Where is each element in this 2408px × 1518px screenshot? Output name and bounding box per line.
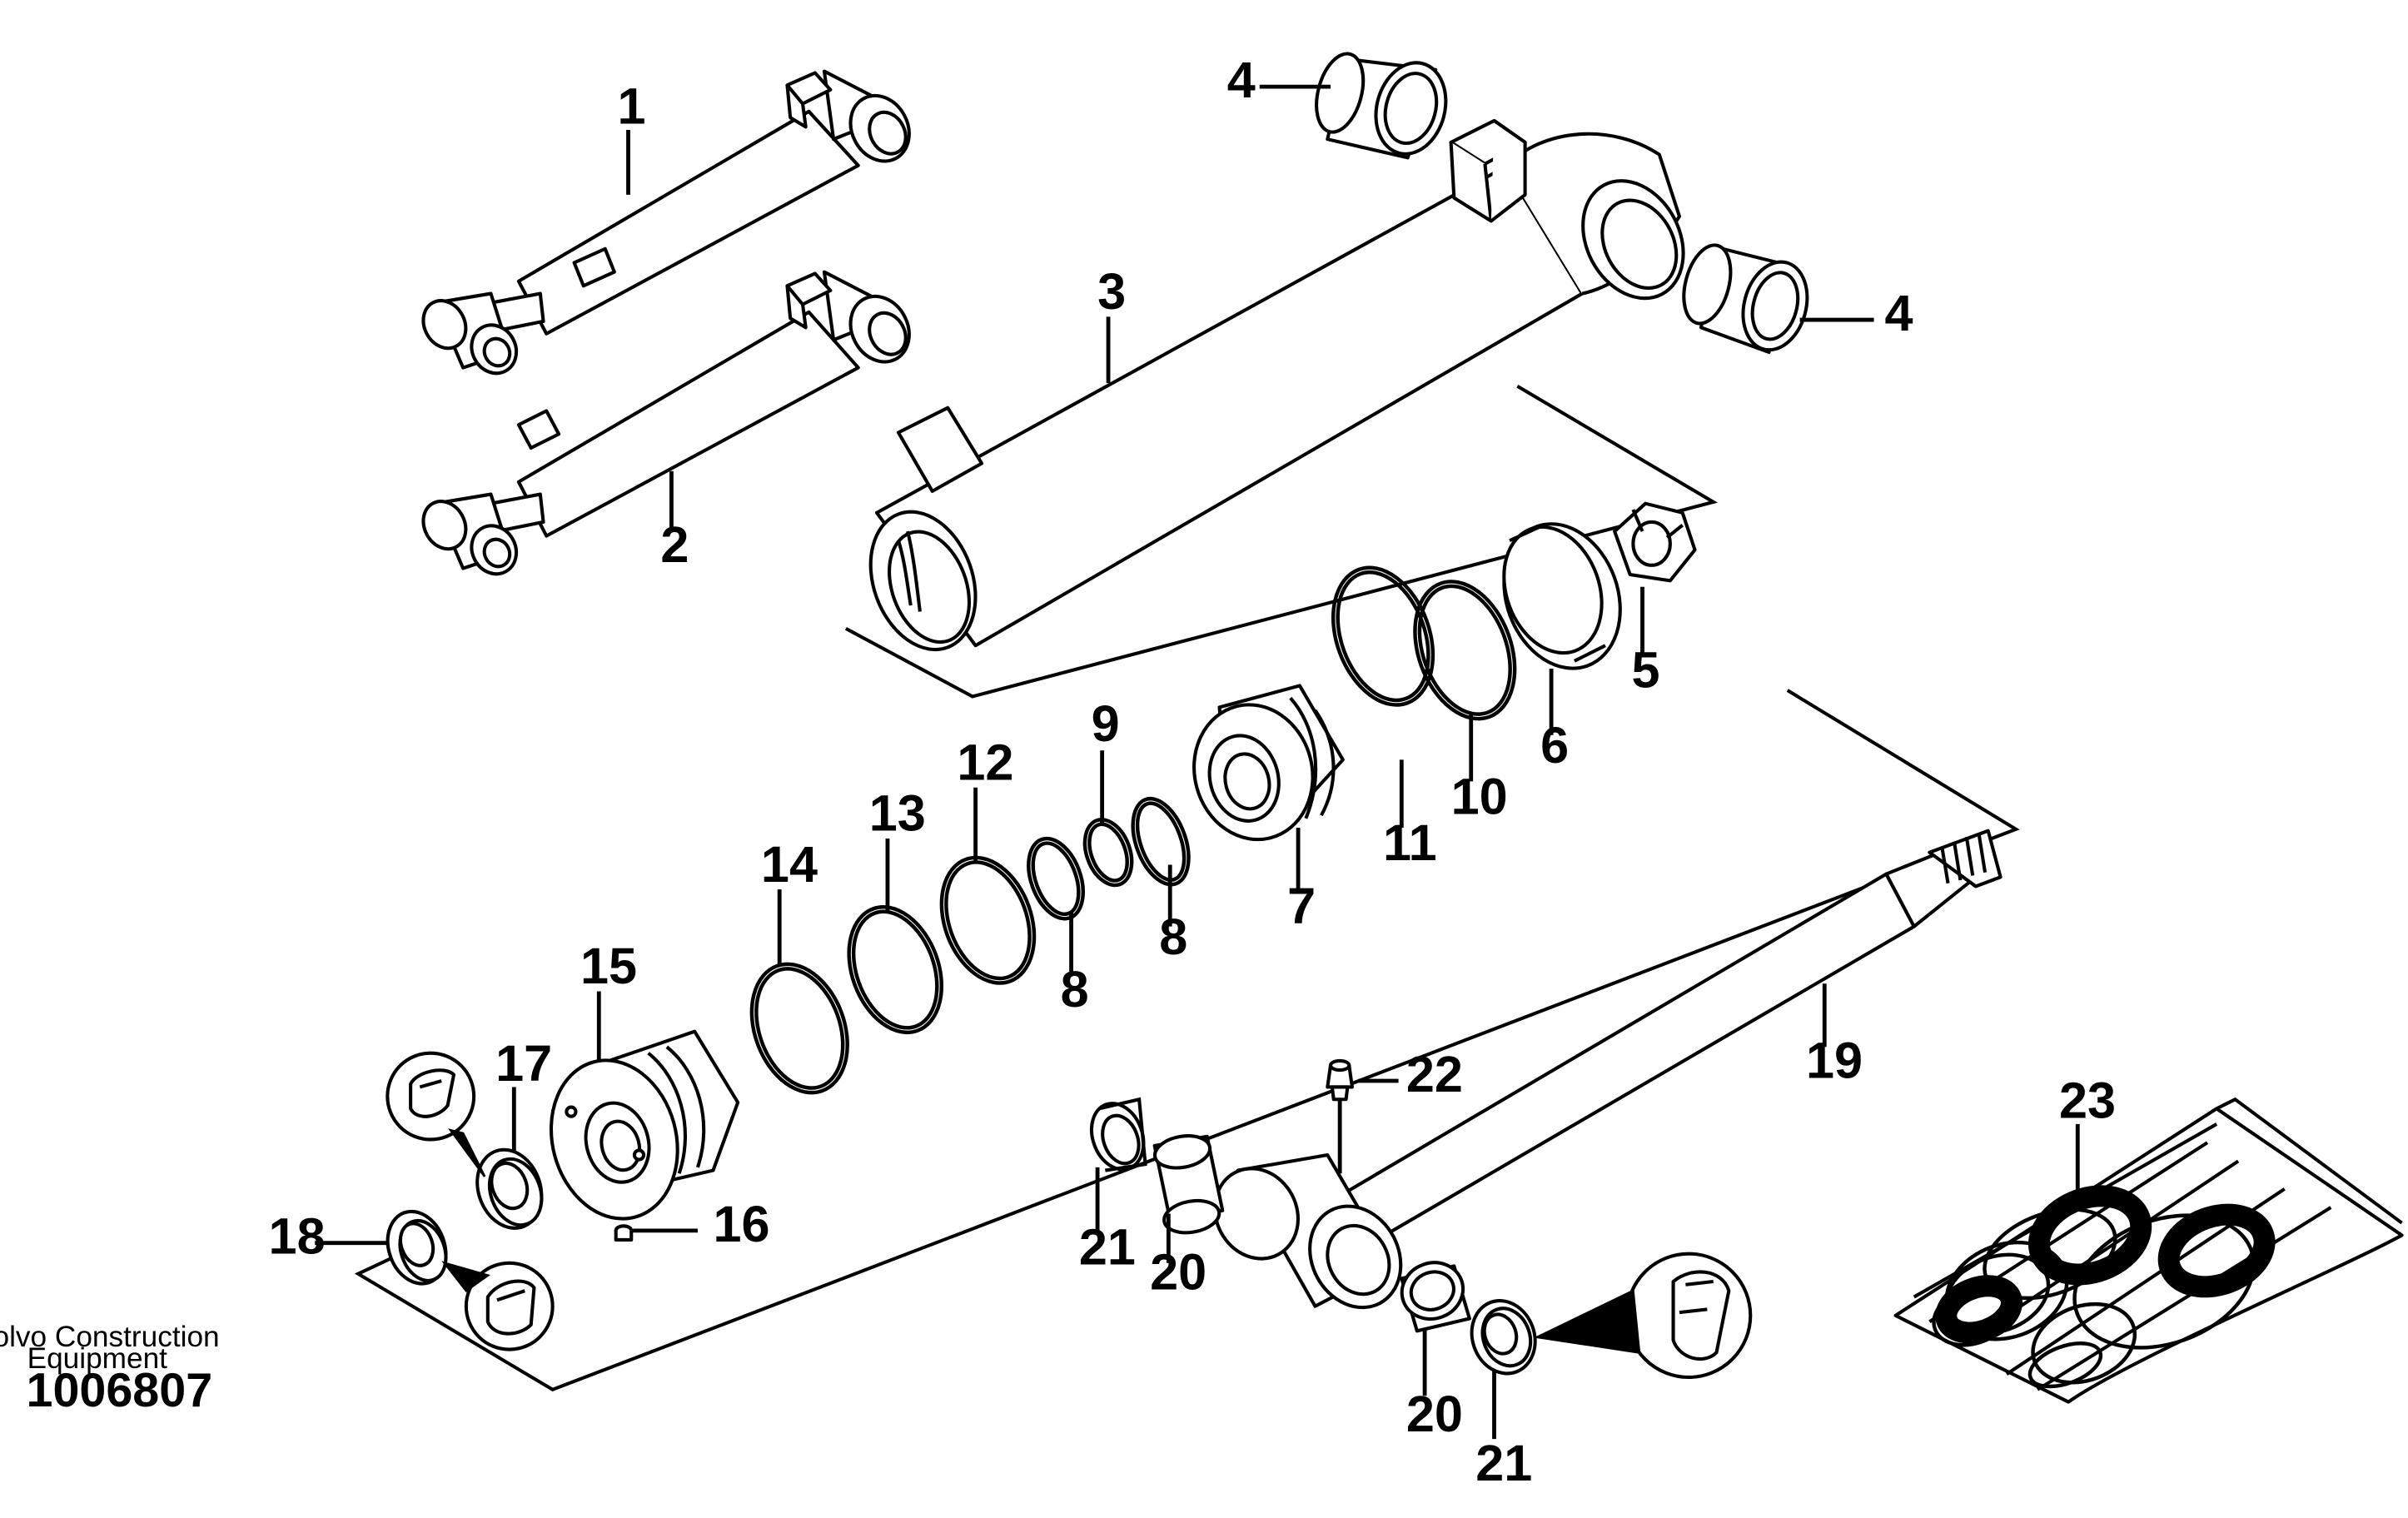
callout-17: 17 xyxy=(495,1035,552,1092)
rod-assembly-plane xyxy=(354,689,2020,1392)
ring-14 xyxy=(749,962,849,1095)
callout-21-left: 21 xyxy=(1079,1219,1136,1276)
ring-8-right-inner xyxy=(1135,801,1187,882)
callout-1: 1 xyxy=(618,78,646,135)
cylinder-assembly-2 xyxy=(421,270,911,576)
callout-15: 15 xyxy=(580,938,637,994)
callout-20-right: 20 xyxy=(1406,1386,1463,1442)
ring-13 xyxy=(847,905,944,1035)
callout-3: 3 xyxy=(1097,263,1126,320)
ring-12-inner xyxy=(944,860,1032,981)
grease-nipple-22 xyxy=(1326,1058,1355,1102)
guide-ring-6 xyxy=(1502,522,1622,670)
callout-13: 13 xyxy=(869,785,926,842)
callout-23: 23 xyxy=(2059,1073,2116,1129)
callout-8-right: 8 xyxy=(1159,908,1187,965)
seal-ring-11 xyxy=(1331,565,1435,707)
wiper-18 xyxy=(386,1209,448,1286)
cylinder-head-7 xyxy=(1192,684,1345,842)
bushing-4-right xyxy=(1682,243,1809,355)
publisher-name-line2: Equipment xyxy=(27,1342,168,1375)
bushing-4-top xyxy=(1315,52,1448,160)
detail-bubble-21 xyxy=(1533,1252,1753,1380)
callout-2: 2 xyxy=(660,516,689,573)
callout-21-right: 21 xyxy=(1475,1435,1532,1491)
seal-kit-23 xyxy=(1893,1097,2404,1404)
seal-21-right xyxy=(1470,1299,1537,1376)
callout-14: 14 xyxy=(761,836,818,893)
callout-labels: 1 2 3 4 4 5 6 7 8 8 9 10 11 12 13 14 15 … xyxy=(269,52,2116,1491)
piston-rod-19 xyxy=(1213,829,2003,1310)
callout-10: 10 xyxy=(1451,768,1508,824)
seal-ring-10 xyxy=(1413,580,1517,721)
callout-12: 12 xyxy=(957,734,1013,791)
ring-9 xyxy=(1082,818,1134,888)
callout-19: 19 xyxy=(1806,1032,1863,1088)
set-screw-16 xyxy=(614,1224,634,1242)
ring-8-left-inner xyxy=(1031,841,1081,917)
callout-9: 9 xyxy=(1092,695,1120,752)
callout-20-left: 20 xyxy=(1150,1243,1206,1300)
ring-8-right xyxy=(1131,796,1191,887)
piston-15 xyxy=(549,1029,740,1221)
cylinder-assembly-1 xyxy=(421,69,911,376)
callout-11: 11 xyxy=(1383,814,1437,871)
ring-14-inner xyxy=(754,967,845,1090)
callout-16: 16 xyxy=(713,1196,769,1252)
ring-9-inner xyxy=(1087,822,1129,883)
callout-4-top: 4 xyxy=(1227,52,1256,108)
nut-5 xyxy=(1613,501,1697,583)
seal-21-left xyxy=(1089,1097,1147,1172)
leader-lines xyxy=(315,84,2080,1440)
ring-13-inner xyxy=(851,909,939,1030)
seal-ring-10-inner xyxy=(1417,584,1512,716)
callout-6: 6 xyxy=(1540,717,1569,774)
seal-ring-11-inner xyxy=(1336,570,1430,703)
callout-5: 5 xyxy=(1632,641,1660,698)
cylinder-tube-3 xyxy=(844,118,1719,699)
ring-12 xyxy=(939,855,1037,985)
detail-bubble-17 xyxy=(386,1051,486,1177)
detail-bubble-18 xyxy=(441,1261,555,1351)
callout-7: 7 xyxy=(1287,878,1316,934)
callout-22: 22 xyxy=(1406,1046,1463,1102)
callout-4-right: 4 xyxy=(1885,285,1913,341)
wiper-17 xyxy=(475,1147,544,1230)
bushing-20-right xyxy=(1400,1261,1471,1333)
publisher-block: Volvo Construction Equipment 1006807 xyxy=(0,1321,220,1417)
document-number: 1006807 xyxy=(27,1364,213,1417)
publisher-name-line1: Volvo Construction xyxy=(0,1321,220,1353)
callout-8-left: 8 xyxy=(1061,961,1089,1018)
bushing-20-left xyxy=(1152,1134,1225,1235)
callout-18: 18 xyxy=(269,1208,326,1265)
